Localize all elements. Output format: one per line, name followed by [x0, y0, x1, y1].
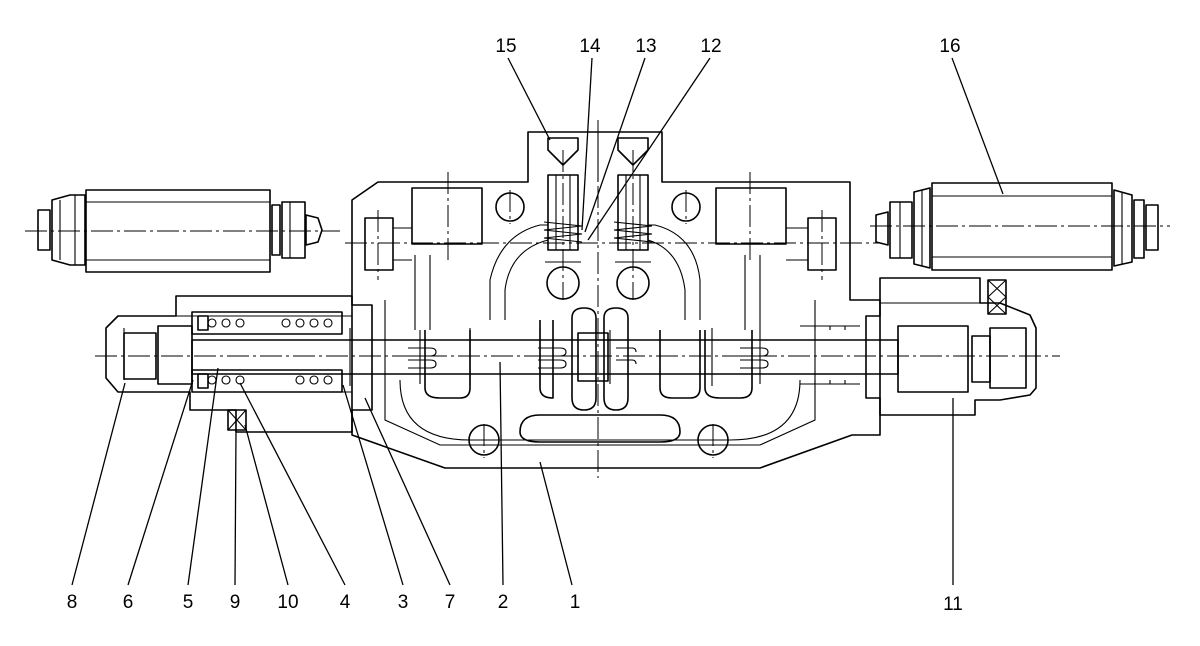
- callout-2: 2: [498, 592, 509, 613]
- callout-4: 4: [340, 592, 351, 613]
- left-spring-housing: [105, 295, 373, 433]
- callout-15: 15: [495, 36, 516, 57]
- callout-7: 7: [445, 592, 456, 613]
- callout-10: 10: [277, 592, 298, 613]
- callout-13: 13: [635, 36, 656, 57]
- callout-1: 1: [570, 592, 581, 613]
- o-ring-seals: [227, 279, 1007, 431]
- callout-8: 8: [67, 592, 78, 613]
- spool: [191, 328, 899, 386]
- body-cavities: [424, 307, 860, 411]
- callout-14: 14: [579, 36, 601, 57]
- callout-11: 11: [943, 594, 963, 615]
- left-relief-valve: [37, 189, 323, 273]
- callout-16: 16: [939, 36, 960, 57]
- callout-3: 3: [398, 592, 409, 613]
- side-port-plugs: [364, 187, 837, 271]
- callout-6: 6: [123, 592, 134, 613]
- callout-5: 5: [183, 592, 194, 613]
- callout-9: 9: [230, 592, 241, 613]
- centerlines: [25, 120, 1170, 478]
- right-end-cap: [865, 277, 1037, 416]
- callout-labels: 8 6 5 9 10 4 3 7 2 1 11 15 14 13 12 16: [67, 36, 963, 615]
- right-relief-valve: [875, 182, 1159, 271]
- callout-12: 12: [700, 36, 721, 57]
- spool-return-spring: [191, 311, 343, 393]
- leader-lines: [71, 57, 1004, 586]
- valve-body: [351, 131, 881, 469]
